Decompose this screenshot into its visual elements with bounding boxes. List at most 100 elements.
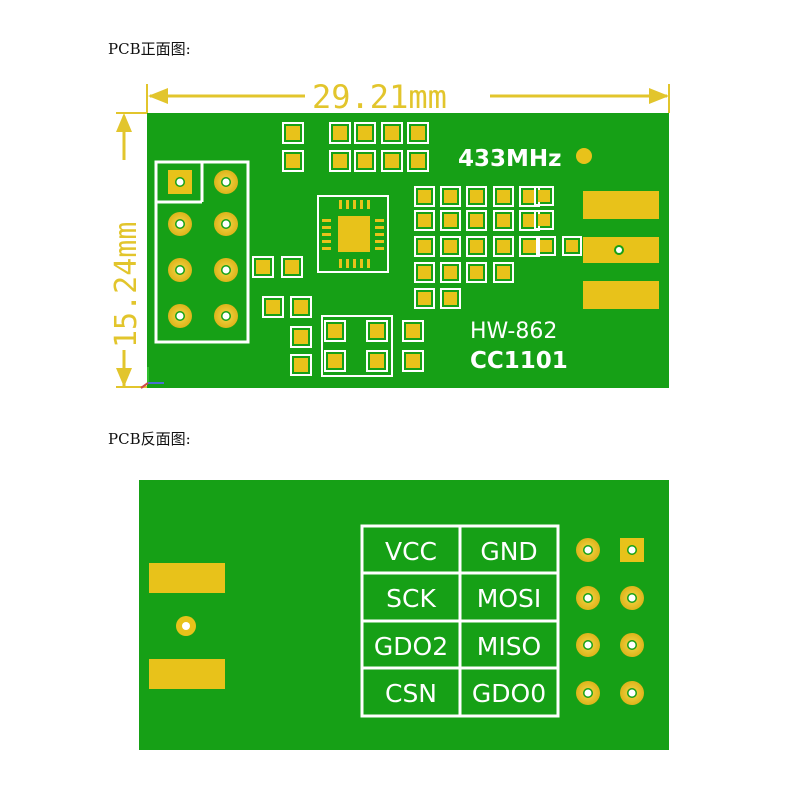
smd-outline	[414, 262, 435, 283]
smd-outline	[354, 150, 376, 172]
smd-outline	[466, 236, 487, 257]
smd-pad	[497, 190, 510, 203]
pin-hole-center	[628, 641, 636, 649]
qfn-pin	[322, 219, 331, 222]
qfn-pin	[339, 259, 342, 268]
qfn-pin	[322, 247, 331, 250]
smd-outline	[466, 210, 487, 231]
smd-outline	[493, 262, 514, 283]
qfn-pin	[375, 219, 384, 222]
chip-label: CC1101	[470, 348, 568, 374]
smd-outline	[466, 262, 487, 283]
smd-pad	[523, 240, 536, 253]
qfn-pin	[322, 226, 331, 229]
pin-hole-center	[222, 312, 230, 320]
smd-outline	[281, 256, 303, 278]
smd-pad	[294, 358, 308, 372]
smd-pad	[470, 240, 483, 253]
smd-pad	[411, 126, 425, 140]
smd-pad	[418, 190, 431, 203]
qfn-pin	[360, 200, 363, 209]
smd-outline	[534, 186, 554, 206]
smd-outline	[366, 320, 388, 342]
smd-outline	[440, 186, 461, 207]
smd-outline	[282, 122, 304, 144]
smd-outline	[536, 236, 556, 256]
smd-outline	[381, 122, 403, 144]
smd-outline	[493, 210, 514, 231]
smd-pad	[470, 190, 483, 203]
smd-outline	[466, 186, 487, 207]
smd-outline	[519, 236, 540, 257]
smd-pad	[358, 154, 372, 168]
pin-label-table: VCC GND SCK MOSI GDO2 MISO CSN GDO0	[360, 524, 560, 718]
pin-hole-center	[222, 178, 230, 186]
smd-outline	[440, 236, 461, 257]
height-dimension-label: 15.24mm	[109, 222, 144, 348]
smd-pad	[256, 260, 270, 274]
pin-label-mosi: MOSI	[477, 584, 542, 613]
pin-label-miso: MISO	[477, 632, 542, 661]
smd-outline	[324, 350, 346, 372]
qfn-pin	[375, 226, 384, 229]
pin-label-gnd: GND	[480, 537, 537, 566]
smd-outline	[366, 350, 388, 372]
pin-hole-center	[222, 220, 230, 228]
qfn-pin	[367, 200, 370, 209]
smd-outline	[252, 256, 274, 278]
height-dimension: 15.24mm	[108, 112, 147, 388]
smd-pad	[538, 190, 550, 202]
crystal-outline	[321, 315, 393, 377]
qfn-pin	[353, 200, 356, 209]
fiducial-mark	[576, 148, 592, 164]
smd-pad	[538, 214, 550, 226]
smd-outline	[407, 122, 429, 144]
back-antenna-pads	[149, 563, 225, 689]
smd-pad	[370, 324, 384, 338]
smd-outline	[324, 320, 346, 342]
smd-outline	[562, 236, 582, 256]
smd-pad	[285, 260, 299, 274]
smd-outline	[329, 122, 351, 144]
smd-outline	[381, 150, 403, 172]
smd-pad	[294, 300, 308, 314]
pin-hole-center	[176, 220, 184, 228]
pin-hole-center	[176, 266, 184, 274]
smd-pad	[444, 190, 457, 203]
smd-outline	[534, 210, 554, 230]
back-pin-header	[576, 538, 644, 705]
qfn-pin	[322, 233, 331, 236]
qfn-pin	[322, 240, 331, 243]
back-view-caption: PCB反面图:	[108, 430, 191, 448]
smd-outline	[414, 210, 435, 231]
pin-hole-center	[628, 689, 636, 697]
pin-hole-center	[584, 641, 592, 649]
front-view-caption: PCB正面图:	[108, 40, 191, 58]
smd-outline	[402, 350, 424, 372]
smd-pad	[411, 154, 425, 168]
axis-triad-icon	[140, 367, 164, 389]
antenna-pads	[583, 191, 659, 309]
pin-hole-center	[176, 312, 184, 320]
smd-pad	[418, 292, 431, 305]
smd-pad	[328, 354, 342, 368]
qfn-pin	[346, 259, 349, 268]
smd-outline	[290, 296, 312, 318]
smd-pad	[444, 266, 457, 279]
qfn-pin	[375, 233, 384, 236]
pin-label-sck: SCK	[386, 584, 436, 613]
pin-hole-center	[628, 594, 636, 602]
smd-pad	[470, 266, 483, 279]
smd-outline	[290, 354, 312, 376]
smd-pad	[385, 126, 399, 140]
smd-outline	[440, 262, 461, 283]
chip-thermal-pad	[338, 216, 370, 252]
smd-pad	[358, 126, 372, 140]
smd-pad	[406, 354, 420, 368]
smd-pad	[333, 126, 347, 140]
qfn-chip	[317, 195, 389, 273]
smd-pad	[286, 126, 300, 140]
smd-pad	[328, 324, 342, 338]
smd-outline	[262, 296, 284, 318]
smd-outline	[440, 288, 461, 309]
